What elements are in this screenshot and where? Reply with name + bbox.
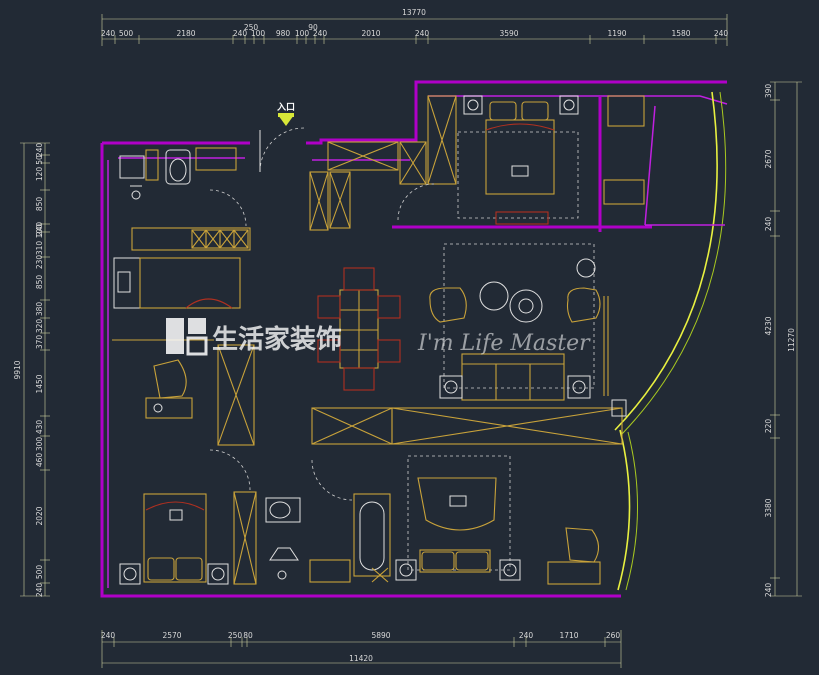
right-total-dimension: 11270 bbox=[787, 328, 796, 352]
bottom-dim: 260 bbox=[606, 631, 621, 640]
left-dimension-lines: 9910 240 50 120 850 240 100 310 230 850 … bbox=[13, 143, 50, 598]
bottom-dim: 240 bbox=[519, 631, 534, 640]
top-dim: 100 bbox=[251, 29, 266, 38]
right-dim: 240 bbox=[764, 217, 773, 232]
right-dim: 240 bbox=[764, 583, 773, 598]
left-dim: 100 bbox=[35, 224, 44, 239]
left-dim: 50 bbox=[35, 155, 44, 165]
left-dim: 240 bbox=[35, 143, 44, 158]
built-in-cabinets bbox=[131, 95, 623, 585]
left-dim: 120 bbox=[35, 167, 44, 182]
brand-name: 生活家装饰 bbox=[212, 324, 342, 355]
left-dim: 230 bbox=[35, 255, 44, 270]
left-dim: 370 bbox=[35, 335, 44, 350]
left-dim: 300 bbox=[35, 437, 44, 452]
top-dim: 980 bbox=[276, 29, 291, 38]
bottom-dim: 80 bbox=[243, 631, 253, 640]
bedroom-bottom-right bbox=[395, 399, 627, 585]
brand-logo-icon bbox=[166, 318, 208, 356]
left-dim: 850 bbox=[35, 197, 44, 212]
top-dim: 2010 bbox=[361, 29, 380, 38]
dining-set bbox=[317, 267, 401, 391]
top-dim: 240 bbox=[101, 29, 116, 38]
bottom-dim: 240 bbox=[101, 631, 116, 640]
right-dimension-lines: 390 2670 240 4230 220 3380 240 11270 bbox=[764, 81, 802, 598]
top-dim: 1190 bbox=[607, 29, 626, 38]
brand-slogan: I'm Life Master bbox=[417, 331, 591, 356]
right-dim: 4230 bbox=[764, 316, 773, 335]
bottom-dim: 5890 bbox=[371, 631, 390, 640]
living-room bbox=[429, 243, 609, 401]
top-dim: 1580 bbox=[671, 29, 690, 38]
top-dim: 240 bbox=[415, 29, 430, 38]
bedroom-bottom-left bbox=[119, 359, 251, 585]
exterior-walls bbox=[100, 80, 728, 598]
left-dim: 2020 bbox=[35, 506, 44, 525]
bathroom-bottom-center bbox=[265, 459, 391, 583]
left-dim: 850 bbox=[35, 275, 44, 290]
left-dim: 380 bbox=[35, 302, 44, 317]
brand-watermark: 生活家装饰 I'm Life Master bbox=[166, 318, 591, 356]
bottom-total-dimension: 11420 bbox=[349, 654, 373, 663]
left-dim: 310 bbox=[35, 241, 44, 256]
top-dim: 250 bbox=[244, 23, 259, 32]
entrance-marker: 入口 bbox=[259, 102, 305, 173]
right-dim: 220 bbox=[764, 419, 773, 434]
right-dim: 390 bbox=[764, 84, 773, 99]
left-dim: 240 bbox=[35, 222, 44, 237]
left-dim: 240 bbox=[35, 583, 44, 598]
kitchen-area bbox=[112, 189, 247, 341]
bottom-dim: 2570 bbox=[162, 631, 181, 640]
curtain-wall-glass bbox=[614, 91, 727, 591]
bottom-dim: 250 bbox=[228, 631, 243, 640]
top-dim: 100 bbox=[295, 29, 310, 38]
left-dim: 320 bbox=[35, 319, 44, 334]
bottom-dimension-lines: 240 2570 250 80 5890 240 1710 260 11420 bbox=[101, 630, 622, 668]
top-dim: 240 bbox=[313, 29, 328, 38]
right-dim: 2670 bbox=[764, 149, 773, 168]
left-dim: 430 bbox=[35, 420, 44, 435]
bottom-dim: 1710 bbox=[559, 631, 578, 640]
left-dim: 1450 bbox=[35, 374, 44, 393]
top-dimension-lines: 13770 240 500 2180 250 240 100 980 90 10… bbox=[101, 8, 729, 46]
left-dim: 460 bbox=[35, 453, 44, 468]
left-total-dimension: 9910 bbox=[13, 360, 22, 379]
right-dim: 3380 bbox=[764, 498, 773, 517]
top-total-dimension: 13770 bbox=[402, 8, 426, 17]
top-dim: 500 bbox=[119, 29, 134, 38]
entrance-label: 入口 bbox=[276, 102, 295, 113]
top-dim: 90 bbox=[308, 23, 318, 32]
top-dim: 2180 bbox=[176, 29, 195, 38]
top-dim: 240 bbox=[714, 29, 729, 38]
top-dim: 3590 bbox=[499, 29, 518, 38]
master-bedroom bbox=[397, 95, 645, 225]
bathroom-top-left bbox=[119, 147, 237, 200]
left-dim: 500 bbox=[35, 565, 44, 580]
top-dim: 240 bbox=[233, 29, 248, 38]
